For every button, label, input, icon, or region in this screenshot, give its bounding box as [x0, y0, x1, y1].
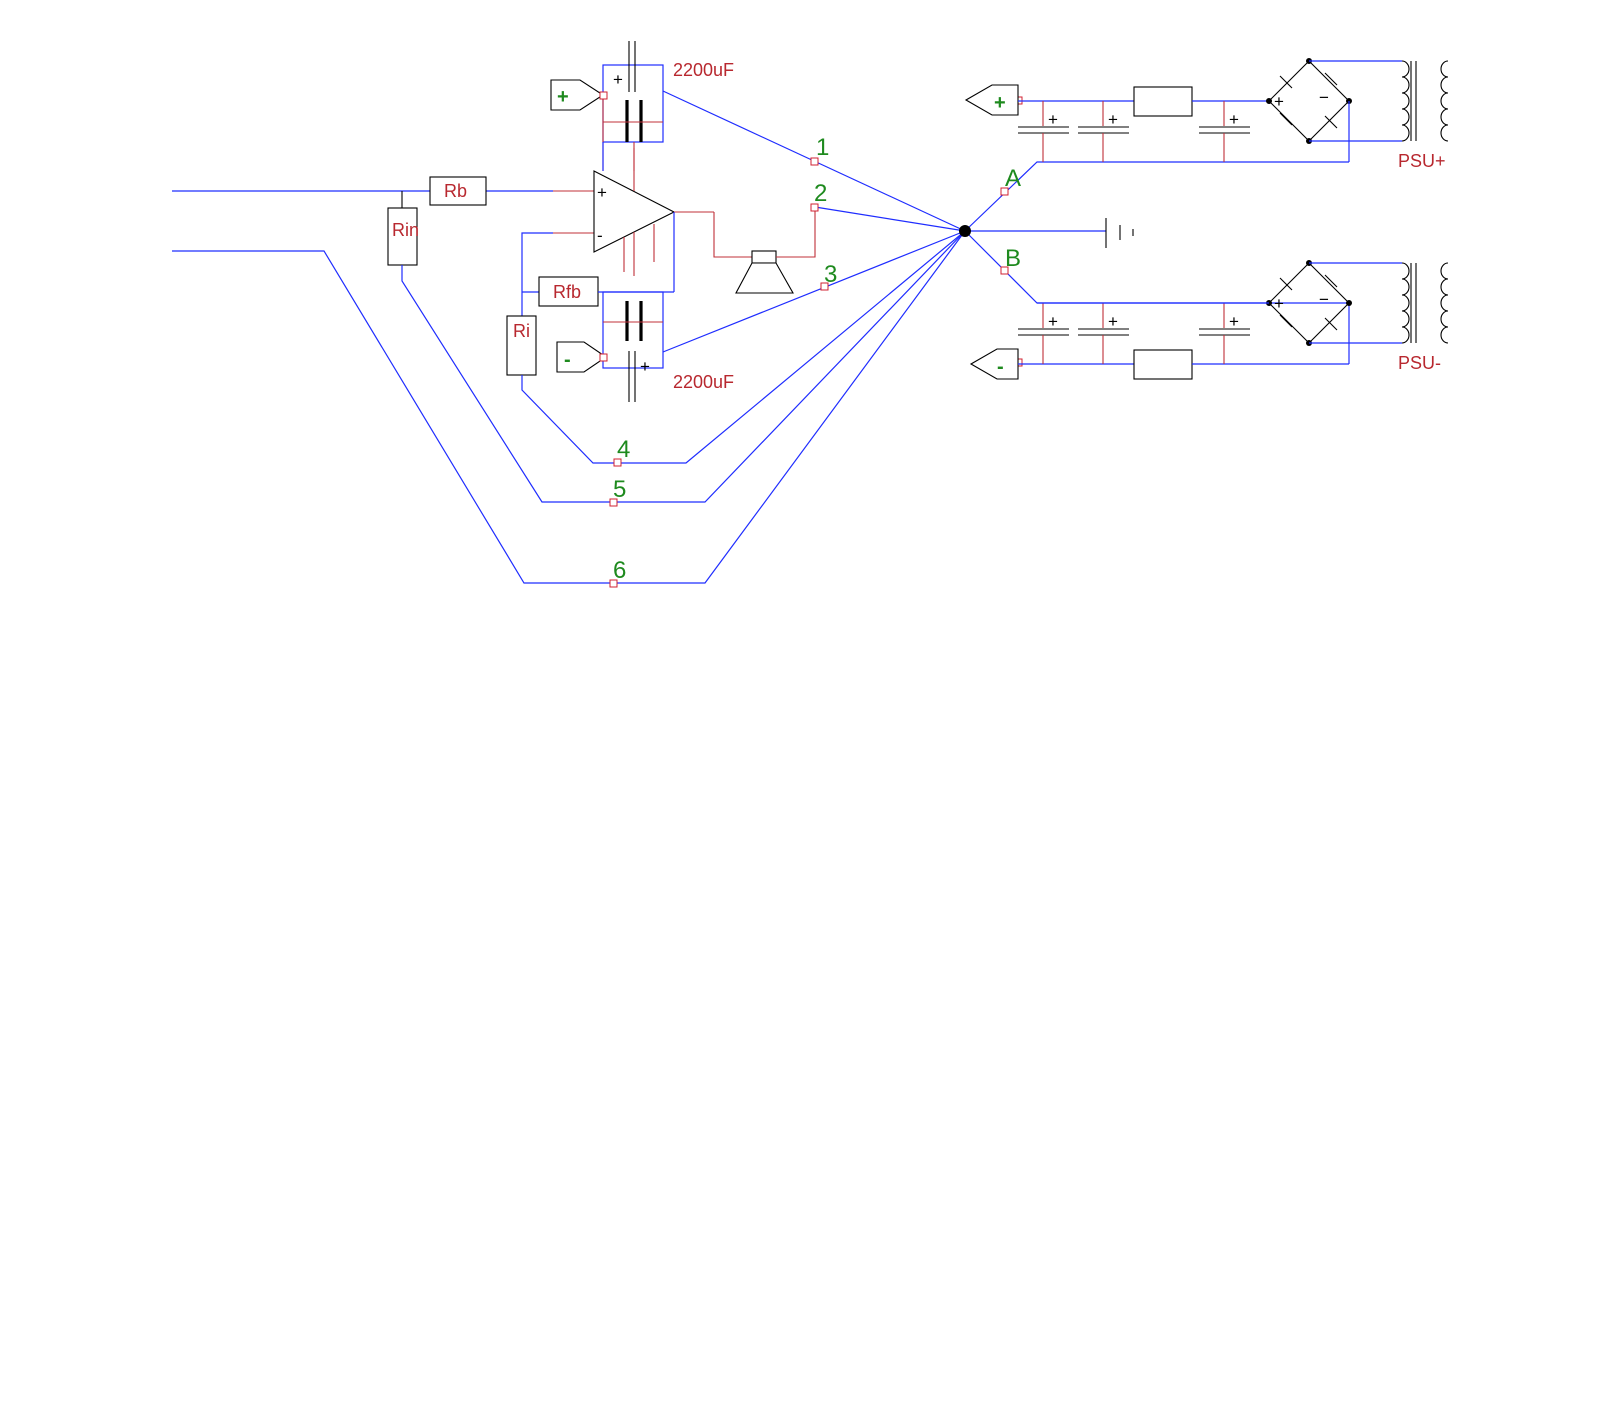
psu-negative-label: PSU-	[1398, 353, 1441, 373]
psu-negative-terminal-label: -	[997, 356, 1004, 378]
resistor-rin: Rin	[387, 191, 614, 503]
input-ground-wire	[172, 250, 614, 584]
resistor-rb-label: Rb	[444, 181, 467, 201]
psu-positive-cap-3-plus: +	[1229, 110, 1239, 129]
psu-positive-label: PSU+	[1398, 151, 1446, 171]
psu-negative-bridge-minus: −	[1319, 290, 1329, 309]
psu-negative-cap-2-plus: +	[1108, 312, 1118, 331]
top-cap-plus: +	[613, 70, 623, 89]
wire-label-1: 1	[816, 134, 829, 161]
psu-positive: + + + +	[964, 58, 1449, 171]
psu-positive-bridge-minus: −	[1319, 88, 1329, 107]
psu-negative-bridge-plus: +	[1274, 294, 1284, 313]
psu-positive-transformer	[1401, 60, 1449, 142]
earth-ground-symbol	[1105, 218, 1134, 248]
top-cap-value: 2200uF	[673, 60, 734, 80]
feedback-network: Rfb	[521, 212, 675, 316]
top-supply-terminal-label: +	[557, 86, 569, 108]
bottom-cap-plus: +	[640, 357, 650, 376]
top-decoupling-caps: + 2200uF	[602, 41, 734, 171]
op-amp: + -	[553, 148, 714, 276]
top-supply-terminal: +	[550, 79, 605, 111]
bottom-supply-terminal-label: -	[564, 349, 571, 371]
ground-wire-labels: 1 2 3 4 5 6 A B	[613, 134, 1021, 584]
speaker	[713, 207, 816, 294]
op-amp-plus-pin: +	[597, 183, 607, 202]
wire-label-b: B	[1005, 245, 1021, 272]
wire-label-5: 5	[613, 476, 626, 503]
psu-negative-cap-1-plus: +	[1048, 312, 1058, 331]
wire-label-a: A	[1005, 165, 1021, 192]
psu-negative-capacitor-1: +	[1018, 303, 1069, 364]
psu-negative-capacitor-3: +	[1199, 303, 1250, 364]
star-ground-wires	[614, 90, 1349, 584]
resistor-rin-label: Rin	[392, 220, 419, 240]
psu-positive-cap-2-plus: +	[1108, 110, 1118, 129]
psu-positive-cap-1-plus: +	[1048, 110, 1058, 129]
bottom-decoupling-caps: + 2200uF	[602, 291, 734, 402]
resistor-rfb-label: Rfb	[553, 282, 581, 302]
op-amp-minus-pin: -	[597, 226, 603, 245]
wire-label-3: 3	[824, 261, 837, 288]
wire-label-2: 2	[814, 180, 827, 207]
resistor-ri-label: Ri	[513, 321, 530, 341]
bottom-supply-terminal: -	[556, 341, 607, 373]
wire-label-4: 4	[617, 436, 630, 463]
resistor-rb: Rb	[429, 176, 487, 206]
psu-positive-bridge-rectifier: + −	[1266, 58, 1402, 162]
psu-negative-transformer	[1401, 262, 1449, 344]
psu-positive-capacitor-3: +	[1199, 101, 1250, 162]
psu-negative-cap-3-plus: +	[1229, 312, 1239, 331]
resistor-ri: Ri	[506, 315, 618, 464]
psu-negative-bridge-rectifier: + −	[1037, 260, 1402, 346]
bottom-cap-value: 2200uF	[673, 372, 734, 392]
psu-positive-terminal-label: +	[994, 92, 1006, 114]
psu-negative: - + + +	[969, 260, 1449, 380]
star-ground-node	[959, 225, 971, 237]
psu-positive-bridge-plus: +	[1274, 92, 1284, 111]
psu-positive-capacitor-2: +	[1078, 101, 1129, 162]
psu-negative-capacitor-2: +	[1078, 303, 1129, 364]
psu-positive-capacitor-1: +	[1018, 101, 1069, 162]
wire-label-6: 6	[613, 557, 626, 584]
